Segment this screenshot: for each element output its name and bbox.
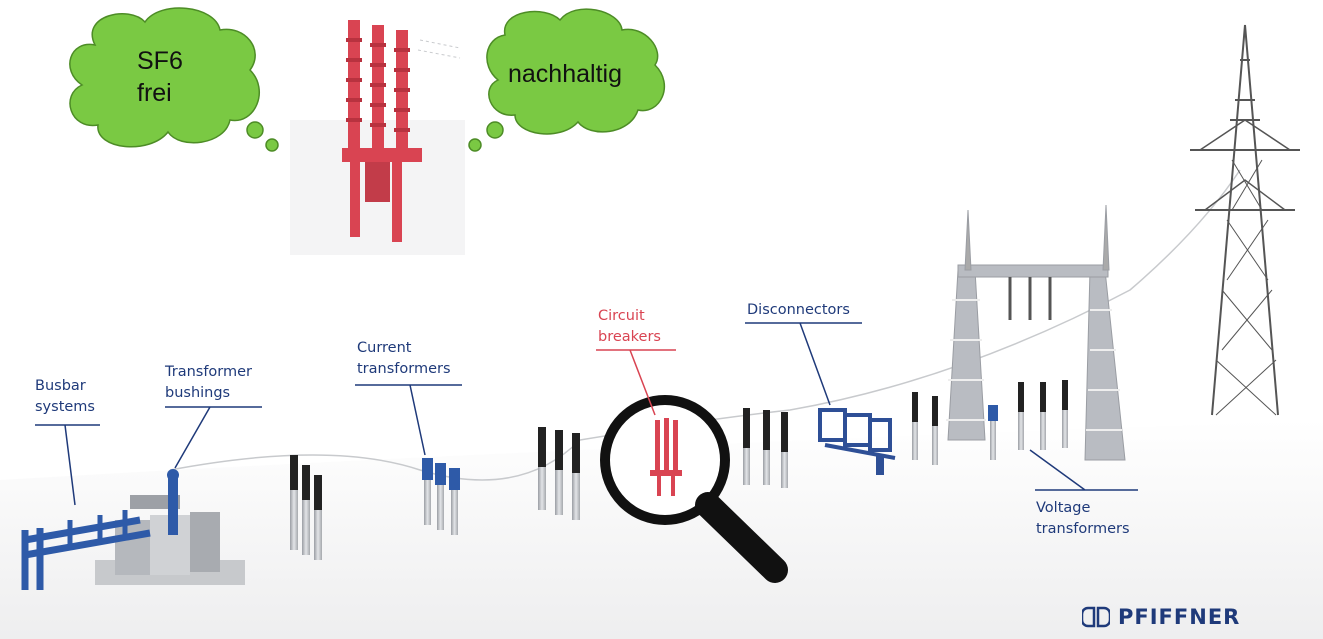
label-disconnectors: Disconnectors bbox=[747, 302, 850, 318]
insulator-group-3 bbox=[743, 408, 788, 488]
transmission-tower bbox=[1190, 24, 1300, 416]
label-circuit-breakers: Circuit breakers bbox=[598, 308, 661, 345]
ground-plane bbox=[0, 420, 1323, 639]
disconnector bbox=[818, 408, 896, 475]
current-transformer-group bbox=[422, 458, 460, 535]
label-voltage-transformers: Voltage transformers bbox=[1036, 500, 1130, 537]
leader-current-transformers bbox=[355, 384, 462, 456]
circuit-breaker-large bbox=[290, 20, 465, 255]
circuit-breaker-small bbox=[650, 418, 682, 496]
brand-name: PFIFFNER bbox=[1118, 605, 1241, 629]
leader-transformer-bushings bbox=[165, 406, 262, 469]
brand-logo: PFIFFNER bbox=[1082, 605, 1240, 629]
leader-voltage-transformers bbox=[1029, 449, 1138, 491]
leader-circuit-breakers bbox=[596, 349, 676, 416]
insulator-group-1 bbox=[290, 455, 322, 560]
pfiffner-logo-icon bbox=[1082, 606, 1110, 628]
substation-gantry bbox=[946, 204, 1126, 461]
cloud-text-sf6-free: SF6 frei bbox=[137, 47, 183, 107]
thought-cloud-right bbox=[468, 8, 666, 152]
label-busbar-systems: Busbar systems bbox=[35, 378, 95, 415]
label-current-transformers: Current transformers bbox=[357, 340, 451, 377]
leader-disconnectors bbox=[745, 322, 862, 406]
busbar-system bbox=[21, 495, 245, 590]
insulator-group-2 bbox=[538, 427, 580, 520]
label-transformer-bushings: Transformer bushings bbox=[165, 364, 253, 401]
thought-cloud-left bbox=[69, 7, 279, 152]
leader-busbar bbox=[35, 424, 100, 506]
cloud-text-sustainable: nachhaltig bbox=[508, 60, 622, 88]
transformer-bushing bbox=[167, 469, 179, 535]
voltage-transformer-group bbox=[912, 380, 1068, 465]
